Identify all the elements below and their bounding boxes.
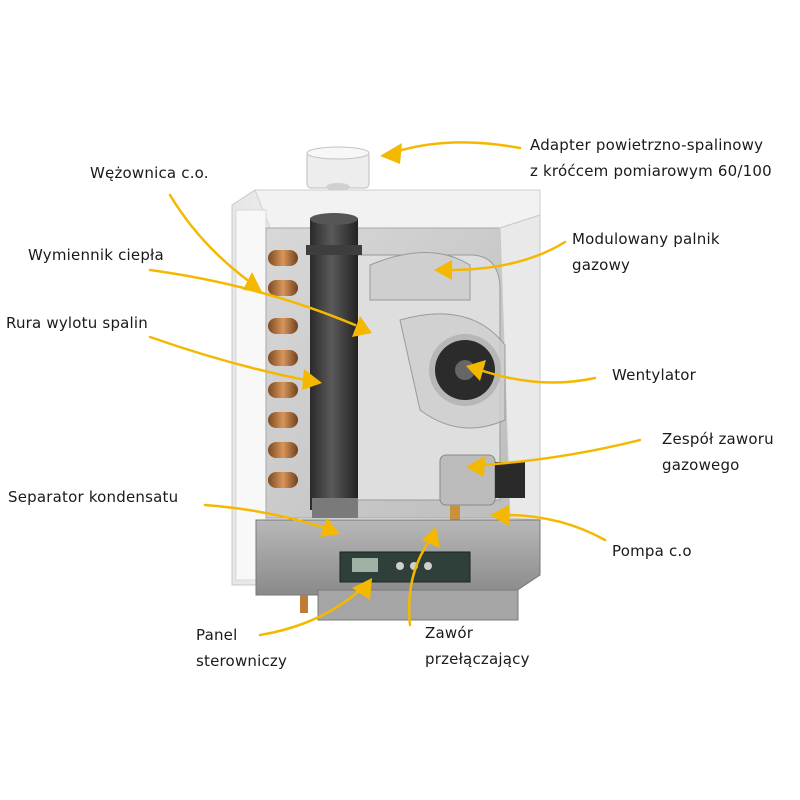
- label-modulowany-line2: gazowy: [572, 256, 631, 274]
- label-wezownica-line1: Wężownica c.o.: [90, 164, 209, 182]
- label-rura-line1: Rura wylotu spalin: [6, 314, 148, 332]
- label-adapter-line1: Adapter powietrzno-spalinowy: [530, 136, 764, 154]
- label-zawor-line1: Zawór: [425, 624, 474, 642]
- label-separator: Separator kondensatu: [8, 484, 178, 510]
- label-adapter-line2: z króćcem pomiarowym 60/100: [530, 162, 772, 180]
- flue-adapter: [306, 146, 370, 191]
- label-panel-line2: sterowniczy: [196, 652, 288, 670]
- copper-coil: [268, 250, 298, 488]
- label-wentylator-line1: Wentylator: [612, 366, 697, 384]
- label-rura: Rura wylotu spalin: [6, 310, 148, 336]
- label-panel: Panel sterowniczy: [196, 622, 287, 674]
- callout-arrows: [148, 141, 642, 637]
- label-zawor-line2: przełączający: [425, 650, 530, 668]
- label-zespol-zaworu: Zespół zaworu gazowego: [662, 426, 774, 478]
- label-pompa: Pompa c.o: [612, 538, 692, 564]
- label-wentylator: Wentylator: [612, 362, 696, 388]
- label-separator-line1: Separator kondensatu: [8, 488, 179, 506]
- label-zespol-line2: gazowego: [662, 456, 740, 474]
- fan-unit: [399, 313, 506, 429]
- label-modulowany-palnik: Modulowany palnik gazowy: [572, 226, 720, 278]
- label-panel-line1: Panel: [196, 626, 238, 644]
- label-zespol-line1: Zespół zaworu: [662, 430, 774, 448]
- flue-pipe: [306, 213, 362, 518]
- label-adapter: Adapter powietrzno-spalinowy z króćcem p…: [530, 132, 772, 184]
- label-wymiennik: Wymiennik ciepła: [28, 242, 164, 268]
- label-pompa-line1: Pompa c.o: [612, 542, 692, 560]
- label-zawor: Zawór przełączający: [425, 620, 530, 672]
- label-modulowany-line1: Modulowany palnik: [572, 230, 720, 248]
- arrow-heads: [243, 143, 509, 600]
- label-wezownica: Wężownica c.o.: [90, 160, 209, 186]
- label-wymiennik-line1: Wymiennik ciepła: [28, 246, 164, 264]
- control-panel: [255, 519, 541, 621]
